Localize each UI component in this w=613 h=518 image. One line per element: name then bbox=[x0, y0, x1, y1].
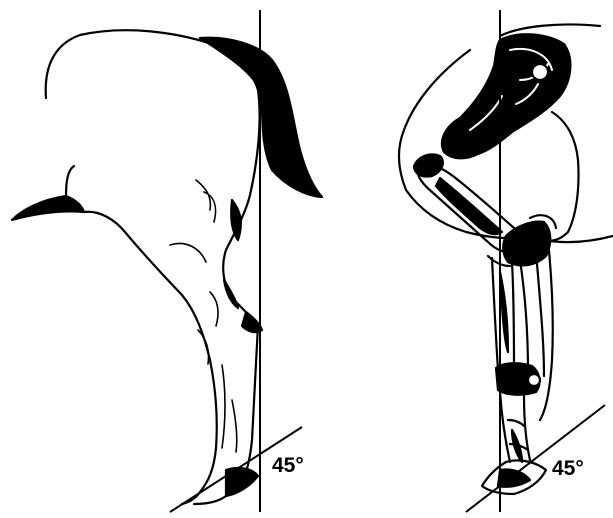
sesamoid-bone bbox=[528, 374, 540, 386]
pastern-outline bbox=[182, 492, 226, 504]
hock-bones bbox=[503, 222, 550, 266]
right-45-degree-line bbox=[466, 405, 605, 512]
pastern-shadow bbox=[512, 430, 522, 462]
leg-front-outline bbox=[84, 212, 217, 492]
muscle-detail bbox=[170, 180, 237, 452]
femur-head bbox=[532, 64, 548, 80]
splint-bone bbox=[500, 272, 508, 352]
belly-line bbox=[66, 166, 74, 196]
femur-bone bbox=[442, 34, 570, 158]
left-angle-label: 45° bbox=[272, 454, 304, 477]
rear-outline bbox=[544, 112, 579, 241]
point-of-hock bbox=[224, 280, 238, 308]
patella-bone bbox=[414, 154, 443, 176]
right-angle-label: 45° bbox=[552, 457, 584, 480]
belly-fold bbox=[12, 196, 84, 220]
gaskin-shadow bbox=[231, 200, 241, 240]
left-panel-external-leg bbox=[12, 30, 322, 504]
